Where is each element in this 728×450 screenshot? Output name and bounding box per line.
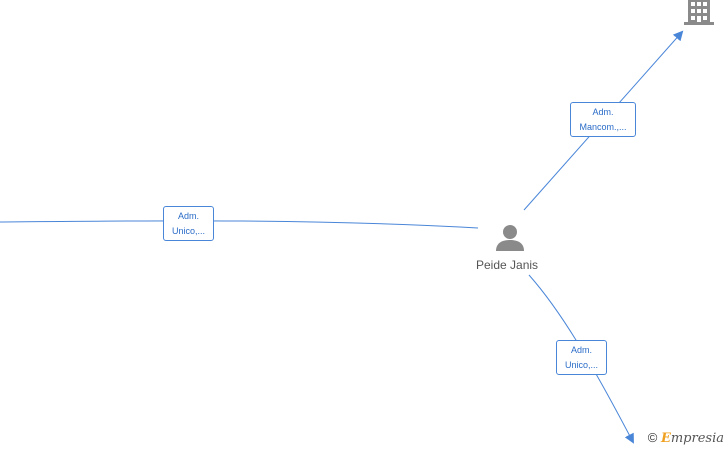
edge-label-top-right[interactable]: Adm. Mancom.,... [570, 102, 636, 137]
edge-label-line2: Unico,... [564, 360, 598, 370]
person-icon[interactable] [496, 225, 524, 251]
edge-label-line1: Adm. [177, 211, 199, 221]
watermark: © Empresia [648, 430, 724, 446]
edge-left[interactable] [0, 220, 479, 229]
edge-label-line1: Adm. [570, 345, 592, 355]
copyright-symbol: © [647, 430, 658, 445]
person-name[interactable]: Peide Janis [476, 258, 539, 272]
edge-label-line1: Adm. [592, 107, 614, 117]
edge-label-left[interactable]: Adm. Unico,... [163, 206, 214, 241]
edge-label-line2: Mancom.,... [579, 122, 627, 132]
edge-label-bottom[interactable]: Adm. Unico,... [556, 340, 607, 375]
edge-label-line2: Unico,... [171, 226, 205, 236]
brand-logo: Empresia [660, 431, 724, 446]
building-icon[interactable] [684, 0, 714, 25]
